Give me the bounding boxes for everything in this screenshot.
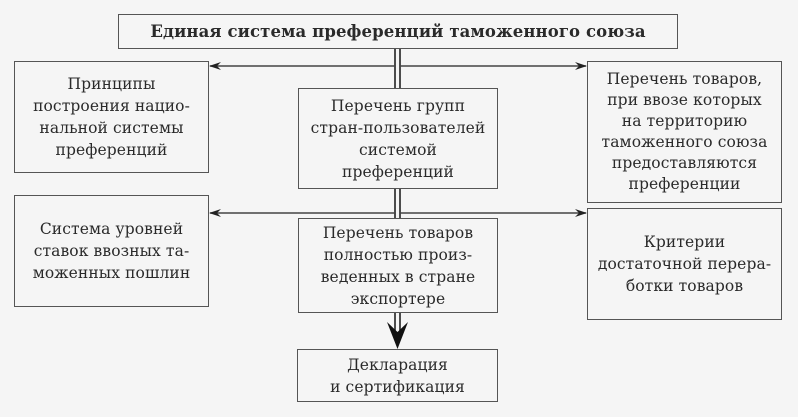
node-user-country-groups-label: Перечень групп стран-пользователей систе… xyxy=(310,96,486,181)
node-duty-rate-system-label: Система уровней ставок ввозных та- можен… xyxy=(32,220,191,282)
diagram-title-box: Единая система преференций таможенного с… xyxy=(118,14,678,49)
node-declaration-certification-label: Декларация и сертификация xyxy=(330,355,465,396)
node-duty-rate-system: Система уровней ставок ввозных та- можен… xyxy=(14,195,209,307)
node-principles: Принципы построения нацио- нальной систе… xyxy=(14,61,209,173)
node-declaration-certification: Декларация и сертификация xyxy=(297,349,498,402)
node-preferential-goods-list-label: Перечень товаров, при ввозе которых на т… xyxy=(601,70,768,193)
node-user-country-groups: Перечень групп стран-пользователей систе… xyxy=(298,88,498,189)
diagram-title: Единая система преференций таможенного с… xyxy=(150,21,646,41)
down-arrow-icon xyxy=(387,322,408,349)
node-sufficient-processing-criteria-label: Критерии достаточной перера- ботки товар… xyxy=(597,233,772,295)
node-sufficient-processing-criteria: Критерии достаточной перера- ботки товар… xyxy=(587,208,782,320)
node-principles-label: Принципы построения нацио- нальной систе… xyxy=(33,75,190,159)
node-preferential-goods-list: Перечень товаров, при ввозе которых на т… xyxy=(587,61,782,203)
node-wholly-produced-goods-label: Перечень товаров полностью произ- веденн… xyxy=(320,223,476,308)
node-wholly-produced-goods: Перечень товаров полностью произ- веденн… xyxy=(298,218,498,313)
